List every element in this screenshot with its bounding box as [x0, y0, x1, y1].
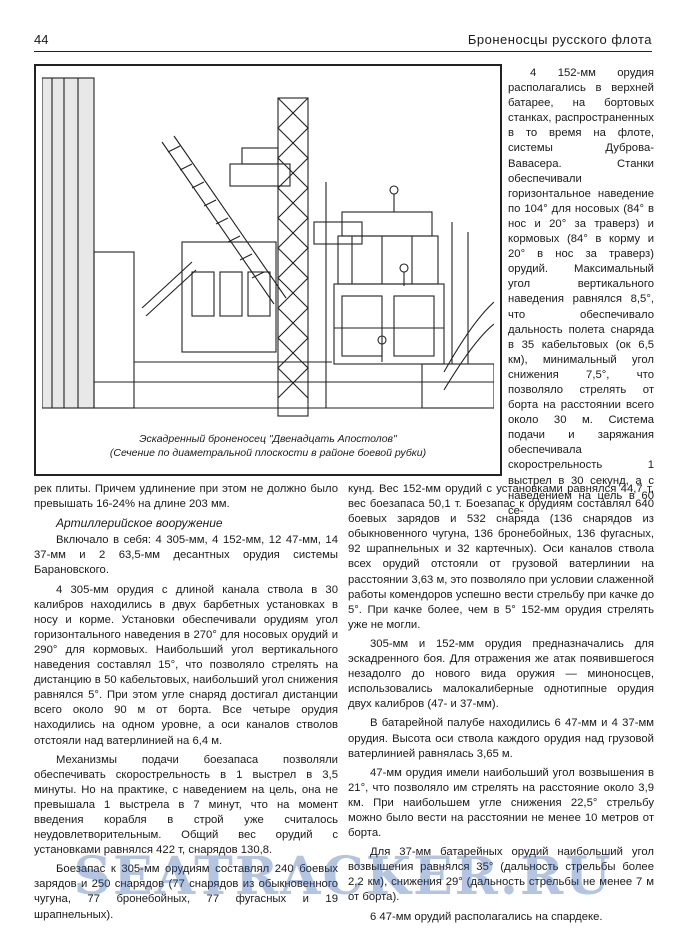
figure-caption-subtitle: (Сечение по диаметральной плоскости в ра…: [109, 447, 427, 459]
left-paragraph-5: Боезапас к 305-мм орудиям составлял 240 …: [34, 863, 338, 921]
right-column: кунд. Вес 152-мм орудий с установками ра…: [348, 482, 654, 929]
right-paragraph-1: кунд. Вес 152-мм орудий с установками ра…: [348, 483, 654, 631]
left-paragraph-2: Включало в себя: 4 305-мм, 4 152-мм, 12 …: [34, 534, 338, 577]
running-title: Броненосцы русского флота: [467, 32, 652, 47]
right-paragraph-4: 47-мм орудия имели наибольший угол возвы…: [348, 766, 654, 840]
figure-caption: Эскадренный броненосец "Двенадцать Апост…: [36, 432, 500, 460]
side-text-column: 4 152-мм орудия располагались в верхней …: [508, 66, 654, 523]
left-paragraph-3: 4 305-мм орудия с длиной канала ствола в…: [34, 583, 338, 747]
left-paragraph-4: Механизмы подачи боезапаса позволяли обе…: [34, 753, 338, 857]
ship-section-drawing: [42, 77, 494, 417]
section-heading: Артиллерийское вооружение: [56, 516, 223, 531]
header-rule: [34, 51, 652, 52]
right-paragraph-3: В батарейной палубе находились 6 47-мм и…: [348, 717, 654, 760]
figure-caption-title: Эскадренный броненосец "Двенадцать Апост…: [139, 433, 397, 445]
left-paragraph-1: рек плиты. Причем удлинение при этом не …: [34, 483, 338, 511]
side-paragraph: 4 152-мм орудия располагались в верхней …: [508, 67, 654, 517]
page-number: 44: [34, 32, 49, 47]
figure-ship-section: Эскадренный броненосец "Двенадцать Апост…: [34, 64, 502, 476]
left-column: рек плиты. Причем удлинение при этом не …: [34, 482, 338, 927]
right-paragraph-6: 6 47-мм орудий располагались на спардеке…: [370, 910, 603, 923]
right-paragraph-2: 305-мм и 152-мм орудия предназначались д…: [348, 637, 654, 711]
right-paragraph-5: Для 37-мм батарейных орудий наибольший у…: [348, 846, 654, 904]
